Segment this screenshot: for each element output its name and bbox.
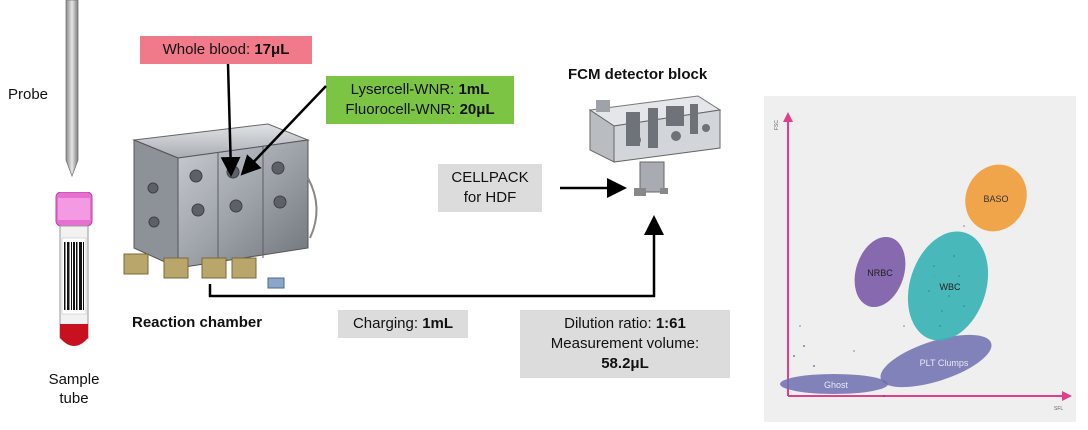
plt-clumps-cluster	[880, 334, 992, 388]
ghost-label: Ghost	[824, 380, 849, 390]
whole-blood-arrow	[220, 63, 241, 177]
fcm-detector-illustration	[588, 95, 722, 196]
flow-arrows	[208, 63, 664, 298]
charging-line	[208, 215, 664, 298]
cellpack-box: CELLPACK for HDF	[438, 164, 542, 212]
fcm-detector-label: FCM detector block	[568, 66, 708, 83]
cellpack-line2: for HDF	[463, 189, 517, 206]
whole-blood-value: 17μL	[254, 41, 290, 58]
whole-blood-label: Whole blood:	[162, 41, 255, 58]
nrbc-cluster	[854, 236, 906, 308]
fluorocell-label: Fluorocell-WNR:	[345, 101, 460, 118]
dilution-ratio-label: Dilution ratio:	[564, 315, 656, 332]
ghost-cluster	[780, 374, 888, 394]
probe-label: Probe	[8, 86, 49, 103]
dilution-box: Dilution ratio: 1:61 Measurement volume:…	[520, 310, 730, 378]
plt-clumps-label: PLT Clumps	[920, 358, 969, 368]
sample-tube-label-line2: tube	[59, 390, 89, 407]
sample-tube-label: Sample tube	[44, 370, 104, 408]
reaction-chamber-label: Reaction chamber	[132, 314, 263, 331]
sample-tube	[55, 192, 93, 346]
wbc-label: WBC	[940, 282, 961, 292]
reaction-chamber-illustration	[123, 123, 318, 289]
lysercell-value: 1mL	[458, 81, 490, 98]
measurement-volume-value: 58.2μL	[601, 355, 649, 372]
x-axis-label: SFL	[1054, 406, 1063, 412]
probe-needle	[65, 0, 79, 178]
fluorocell-value: 20μL	[459, 101, 495, 118]
charging-value: 1mL	[422, 315, 454, 332]
wbc-cluster	[907, 231, 989, 341]
y-axis-label: FSC	[774, 120, 780, 130]
dilution-ratio-value: 1:61	[655, 315, 686, 332]
baso-cluster	[965, 164, 1027, 232]
measurement-volume-label: Measurement volume:	[550, 335, 700, 352]
nrbc-label: NRBC	[867, 268, 893, 278]
charging-box: Charging: 1mL	[338, 310, 468, 338]
reagent-box: Lysercell-WNR: 1mL Fluorocell-WNR: 20μL	[326, 76, 514, 124]
baso-label: BASO	[983, 194, 1008, 204]
scattergram-panel: FSC SFL BASO NRBC WBC PLT Clumps Ghost	[764, 96, 1076, 422]
charging-label: Charging:	[352, 315, 423, 332]
lysercell-label: Lysercell-WNR:	[350, 81, 459, 98]
sample-tube-label-line1: Sample	[48, 371, 100, 388]
reagent-arrow	[240, 85, 327, 176]
whole-blood-box: Whole blood: 17μL	[140, 36, 312, 64]
cellpack-line1: CELLPACK	[451, 169, 529, 186]
